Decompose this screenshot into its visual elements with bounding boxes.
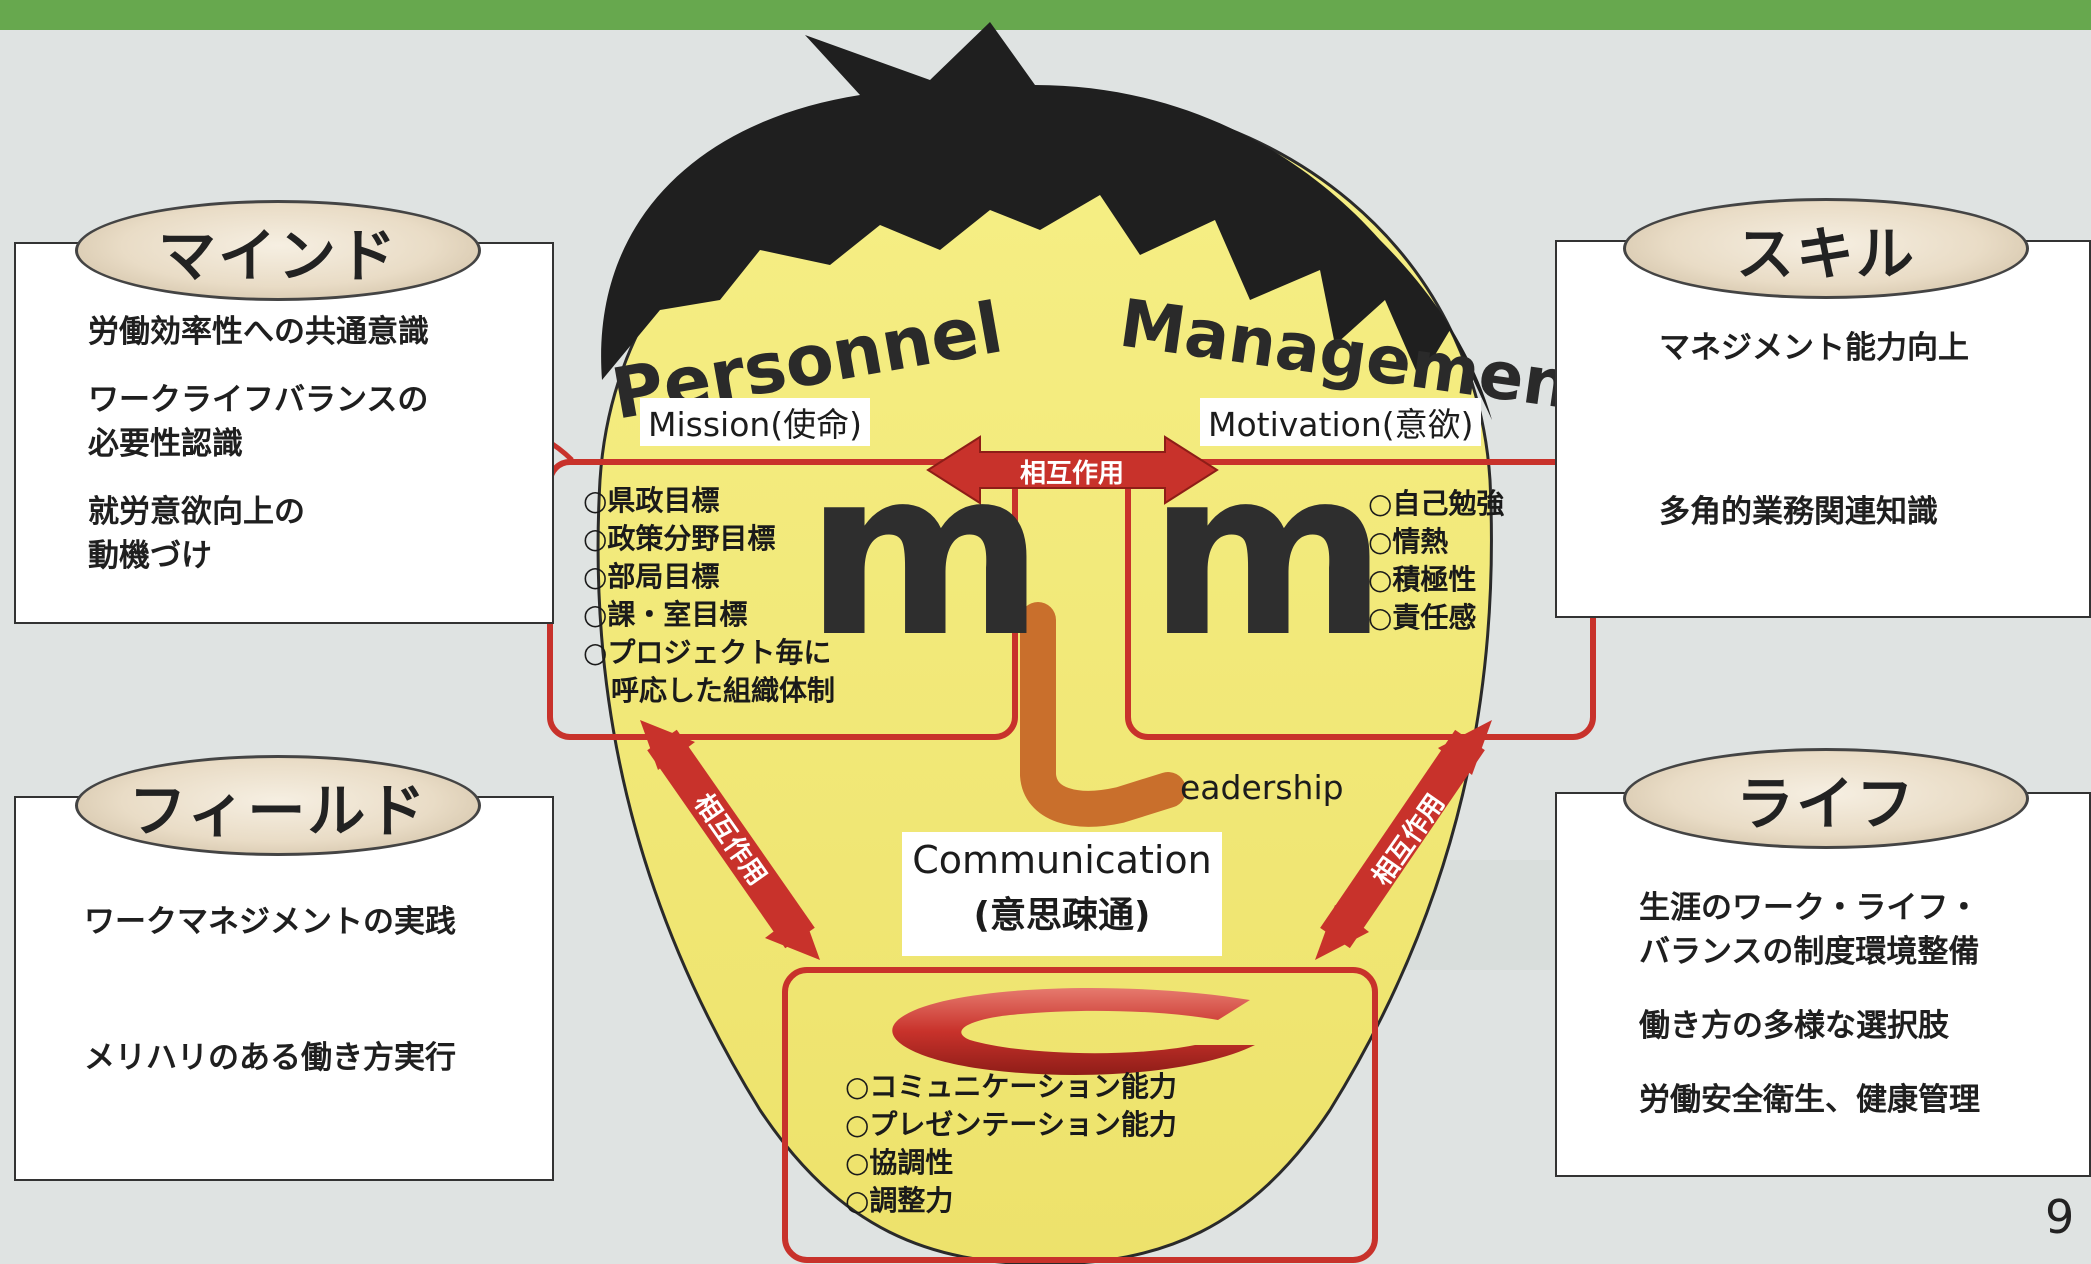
mission-item: ○課・室目標: [583, 598, 748, 631]
motivation-item: ○自己勉強: [1368, 487, 1505, 520]
life-panel-text: 生涯のワーク・ライフ・ バランスの制度環境整備 働き方の多様な選択肢 労働安全衛…: [1639, 886, 1980, 1122]
mind-line: 動機づけ: [88, 538, 212, 574]
motivation-item: ○情熱: [1368, 525, 1449, 558]
page-number: 9: [2045, 1190, 2075, 1244]
field-title: フィールド: [75, 755, 481, 856]
mind-line: 労働効率性への共通意識: [88, 314, 429, 350]
mind-title: マインド: [75, 200, 481, 301]
life-title: ライフ: [1623, 748, 2029, 849]
life-line: バランスの制度環境整備: [1639, 934, 1980, 970]
arrow-left: [640, 720, 820, 960]
life-line: 生涯のワーク・ライフ・: [1639, 890, 1980, 926]
communication-items: ○コミュニケーション能力 ○プレゼンテーション能力 ○協調性 ○調整力: [845, 1068, 1177, 1220]
life-line: [1639, 1048, 1980, 1078]
motivation-items: ○自己勉強 ○情熱 ○積極性 ○責任感: [1368, 485, 1504, 637]
field-line: メリハリのある働き方実行: [84, 1040, 456, 1076]
mouth-frame: [782, 967, 1378, 1263]
skill-line: マネジメント能力向上: [1659, 330, 1969, 366]
life-panel: 生涯のワーク・ライフ・ バランスの制度環境整備 働き方の多様な選択肢 労働安全衛…: [1555, 792, 2091, 1177]
mission-item: ○部局目標: [583, 560, 720, 593]
mind-line: [88, 354, 429, 378]
mind-line: [88, 466, 429, 490]
mind-line: 必要性認識: [88, 426, 243, 462]
communication-item: ○調整力: [845, 1184, 954, 1217]
arrow-top: [926, 435, 1219, 505]
field-panel-text: ワークマネジメントの実践 メリハリのある働き方実行: [84, 900, 456, 1080]
field-line: ワークマネジメントの実践: [84, 904, 456, 940]
communication-item: ○コミュニケーション能力: [845, 1070, 1177, 1103]
hair-shape: [601, 22, 1492, 420]
mind-panel-text: 労働効率性への共通意識 ワークライフバランスの 必要性認識 就労意欲向上の 動機…: [88, 310, 429, 578]
field-panel: ワークマネジメントの実践 メリハリのある働き方実行: [14, 796, 554, 1181]
life-line: [1639, 974, 1980, 1004]
skill-panel: マネジメント能力向上 多角的業務関連知識: [1555, 240, 2091, 618]
communication-item: ○プレゼンテーション能力: [845, 1108, 1177, 1141]
field-line: [84, 944, 456, 1036]
mouth-c-shape: [892, 988, 1255, 1076]
skill-title: スキル: [1623, 198, 2029, 299]
communication-item: ○協調性: [845, 1146, 954, 1179]
skill-line: [1659, 370, 1969, 490]
left-eye-letter: m: [805, 421, 1045, 688]
life-line: 働き方の多様な選択肢: [1639, 1008, 1949, 1044]
mind-line: ワークライフバランスの: [88, 382, 429, 418]
mission-items: ○県政目標 ○政策分野目標 ○部局目標 ○課・室目標 ○プロジェクト毎に 呼応し…: [583, 482, 835, 710]
right-eye-letter: m: [1148, 421, 1388, 688]
skill-panel-text: マネジメント能力向上 多角的業務関連知識: [1659, 326, 1969, 534]
arrow-right: [1315, 720, 1492, 960]
mission-label: Mission(使命): [640, 398, 871, 446]
nose-l-shape: [1020, 602, 1186, 827]
life-line: 労働安全衛生、健康管理: [1639, 1082, 1980, 1118]
motivation-item: ○責任感: [1368, 601, 1477, 634]
communication-jp-label: (意思疎通): [973, 895, 1151, 936]
skill-line: 多角的業務関連知識: [1659, 494, 1938, 530]
motivation-label: Motivation(意欲): [1200, 398, 1482, 446]
mouth-letter: C: [1262, 1000, 1263, 1001]
mission-item: 呼応した組織体制: [611, 674, 836, 707]
mission-item: ○県政目標: [583, 484, 720, 517]
mission-item: ○プロジェクト毎に: [583, 636, 832, 669]
motivation-item: ○積極性: [1368, 563, 1477, 596]
mission-item: ○政策分野目標: [583, 522, 776, 555]
communication-label: Communication: [912, 838, 1212, 882]
top-banner: [0, 0, 2091, 30]
mind-line: 就労意欲向上の: [88, 494, 305, 530]
communication-box: Communication (意思疎通): [902, 832, 1222, 956]
mind-panel: 労働効率性への共通意識 ワークライフバランスの 必要性認識 就労意欲向上の 動機…: [14, 242, 554, 624]
leadership-label: eadership: [1180, 768, 1344, 807]
interaction-label-top: 相互作用: [1020, 459, 1125, 489]
